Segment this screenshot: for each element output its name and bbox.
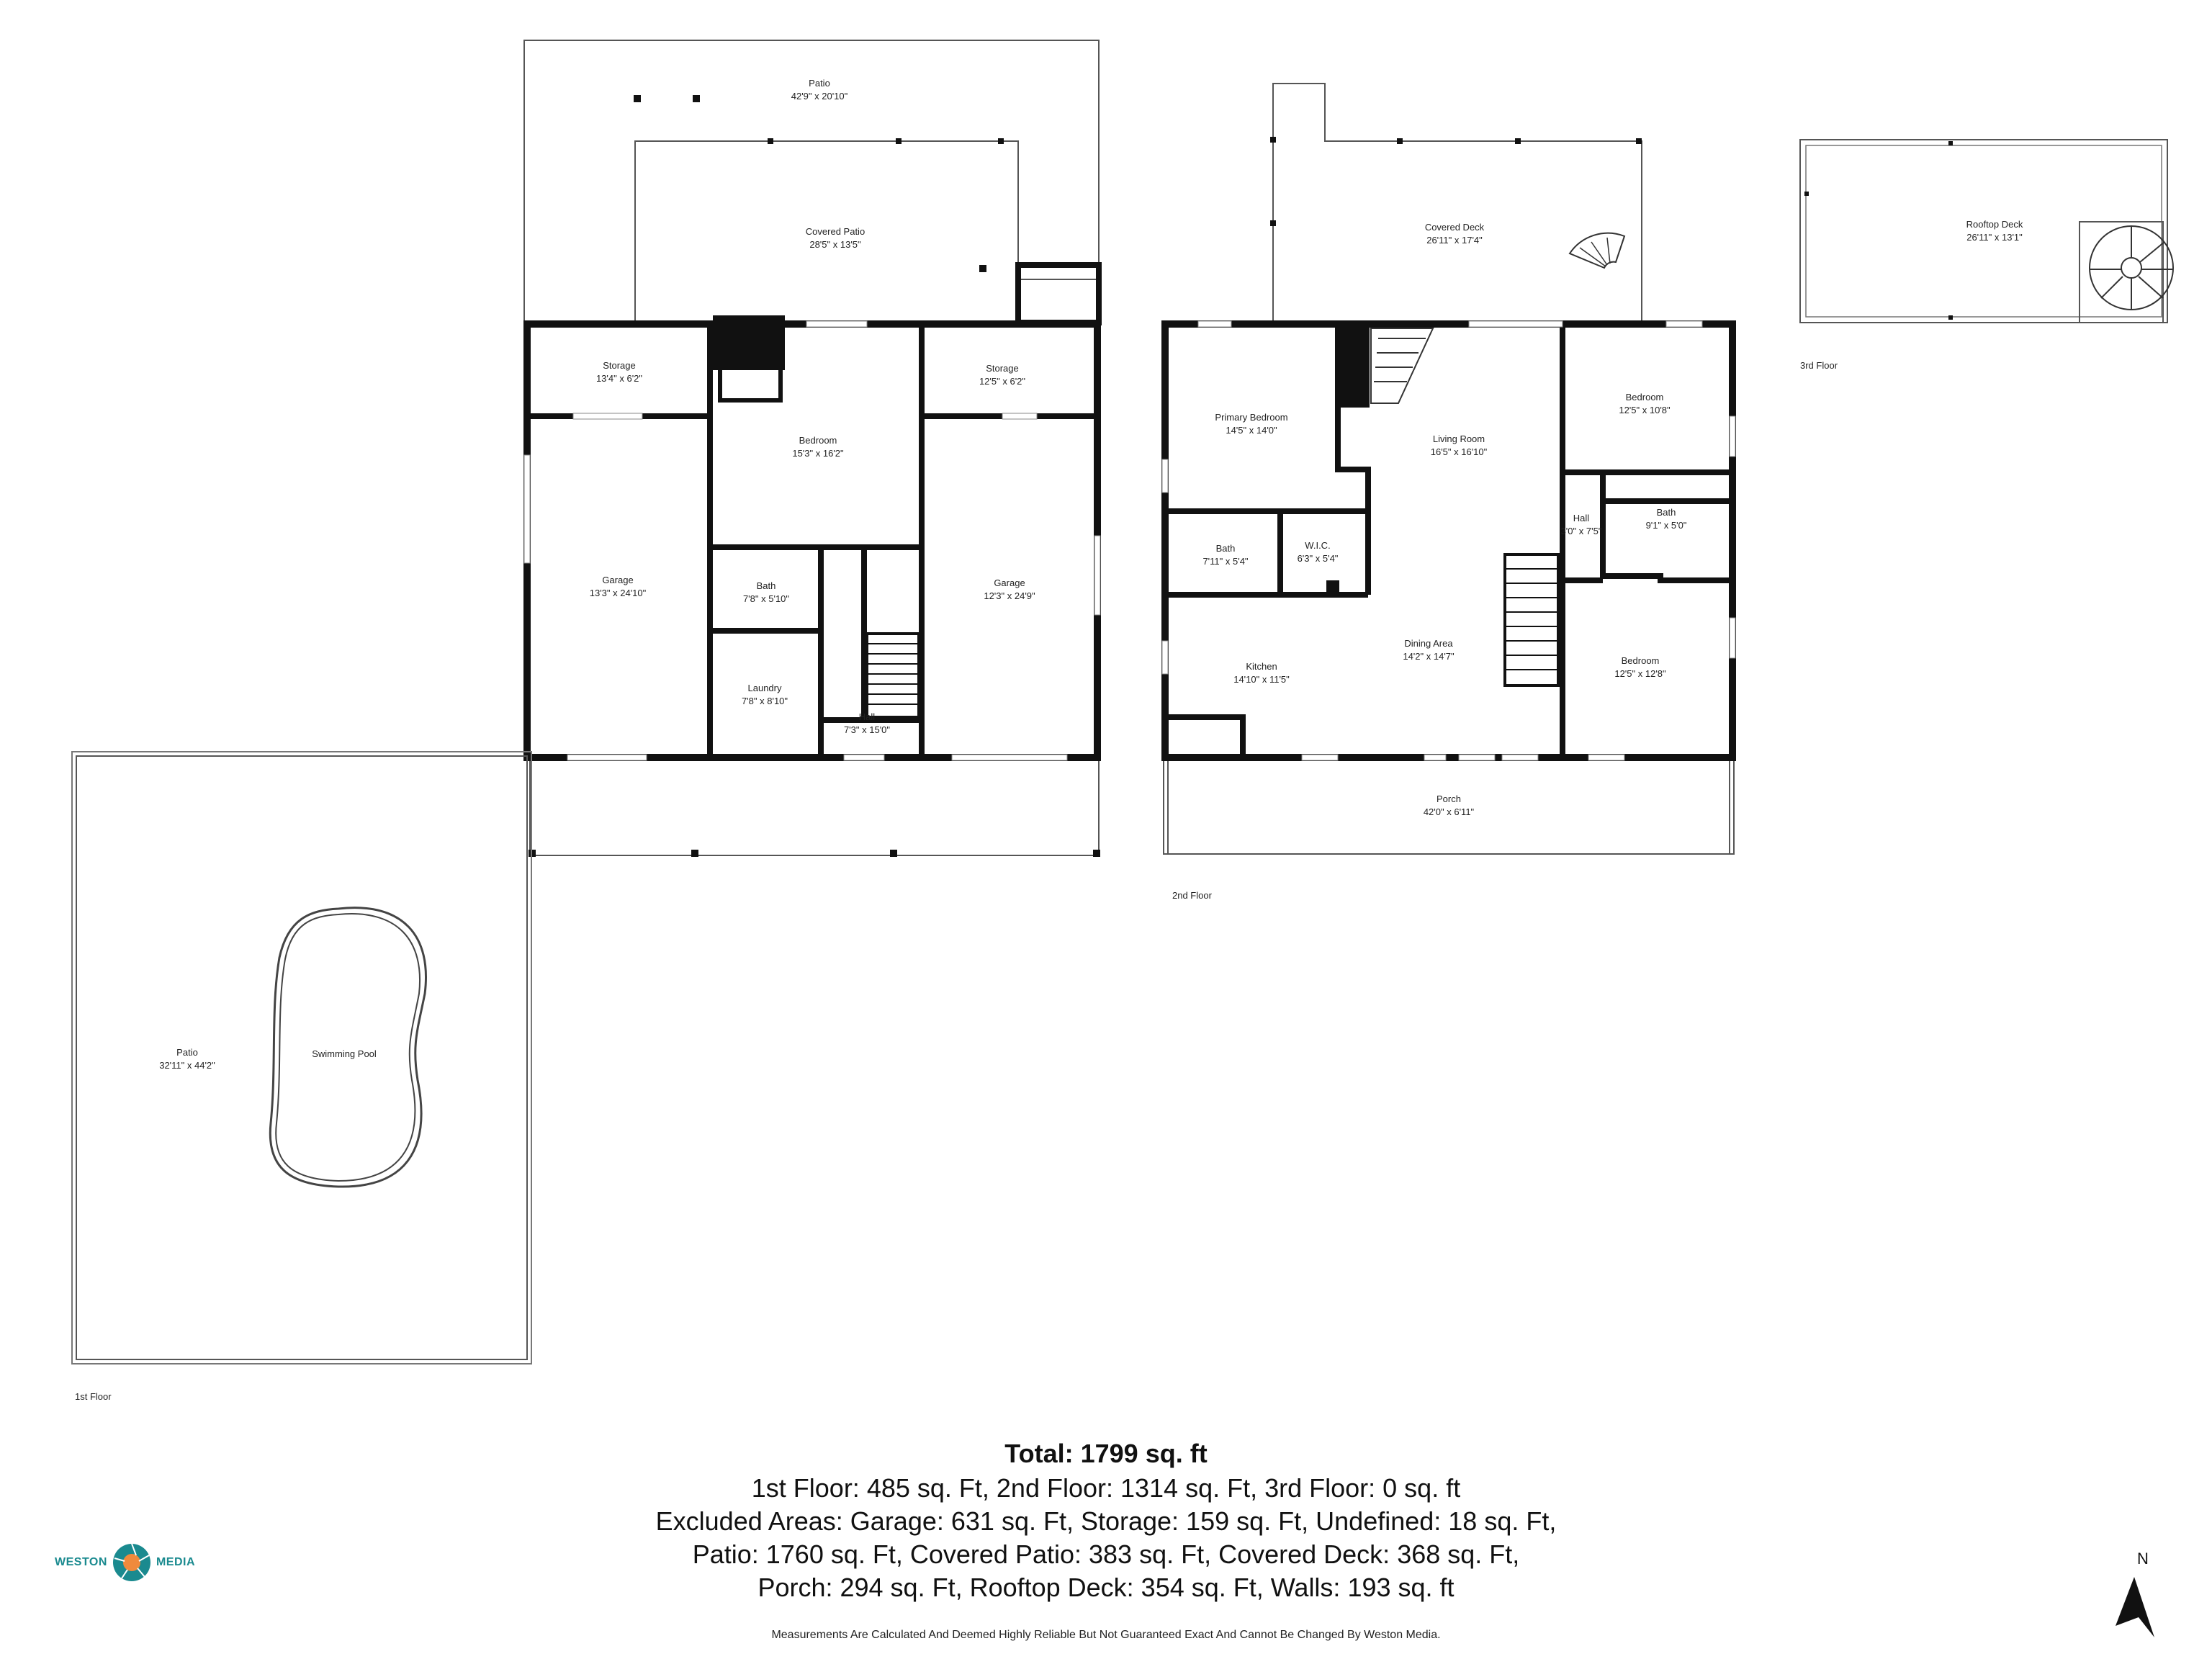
room-bedroom-top-name: Bedroom <box>1626 392 1664 403</box>
room-covered-patio-name: Covered Patio <box>806 226 865 237</box>
room-covered-patio-dims: 28'5" x 13'5" <box>809 239 861 250</box>
room-hall-dims: 7'3" x 15'0" <box>844 724 890 735</box>
third-floor: Rooftop Deck 26'11" x 13'1" 3rd Floor <box>1799 139 2174 371</box>
room-covered-deck-dims: 26'11" x 17'4" <box>1426 235 1483 246</box>
room-bedroom-top-dims: 12'5" x 10'8" <box>1619 405 1671 415</box>
room-covered-deck-name: Covered Deck <box>1425 222 1485 233</box>
total-area: Total: 1799 sq. ft <box>1004 1439 1208 1468</box>
room-storage-left-name: Storage <box>603 360 636 371</box>
room-bedroom-name: Bedroom <box>799 435 837 446</box>
room-bath-right-name: Bath <box>1657 507 1676 518</box>
room-wic-dims: 6'3" x 5'4" <box>1298 553 1339 564</box>
room-kitchen-name: Kitchen <box>1246 661 1277 672</box>
second-floor: Covered Deck 26'11" x 17'4" Primary Bedr… <box>1161 83 1736 901</box>
floor-label-third: 3rd Floor <box>1800 360 1838 371</box>
room-storage-right-dims: 12'5" x 6'2" <box>979 376 1025 387</box>
room-garage-right-name: Garage <box>994 577 1025 588</box>
north-label: N <box>2137 1550 2149 1568</box>
room-garage-left-dims: 13'3" x 24'10" <box>590 588 647 598</box>
north-compass: N <box>2101 1548 2159 1642</box>
room-wic-name: W.I.C. <box>1305 540 1330 551</box>
room-laundry-dims: 7'8" x 8'10" <box>742 696 788 706</box>
room-storage-left-dims: 13'4" x 6'2" <box>596 373 642 384</box>
room-hall-dims-2: 3'0" x 7'5" <box>1561 526 1602 536</box>
room-patio-top-name: Patio <box>809 78 830 89</box>
room-primary-bedroom-name: Primary Bedroom <box>1215 412 1287 423</box>
summary-line-3: Patio: 1760 sq. Ft, Covered Patio: 383 s… <box>692 1539 1520 1569</box>
logo-word-right: MEDIA <box>156 1556 195 1568</box>
weston-media-logo: WESTON MEDIA <box>55 1541 195 1584</box>
room-patio-pool-dims: 32'11" x 44'2" <box>159 1060 215 1071</box>
room-primary-bedroom-dims: 14'5" x 14'0" <box>1226 425 1277 436</box>
room-storage-right-name: Storage <box>986 363 1019 374</box>
room-bath-right-dims: 9'1" x 5'0" <box>1646 520 1687 531</box>
first-floor: Patio 42'9" x 20'10" Covered Patio 28'5"… <box>71 40 1102 1402</box>
room-porch-dims: 42'0" x 6'11" <box>1424 806 1475 817</box>
room-living-room-dims: 16'5" x 16'10" <box>1431 446 1488 457</box>
aperture-icon <box>112 1543 150 1581</box>
room-patio-pool-name: Patio <box>176 1047 198 1058</box>
logo-word-left: WESTON <box>55 1556 107 1568</box>
floor-label-first: 1st Floor <box>75 1391 112 1402</box>
room-rooftop-deck-dims: 26'11" x 13'1" <box>1966 232 2023 243</box>
room-living-room-name: Living Room <box>1433 433 1485 444</box>
room-hall-name-2: Hall <box>1573 513 1590 523</box>
room-bedroom-bottom-name: Bedroom <box>1622 655 1660 666</box>
disclaimer: Measurements Are Calculated And Deemed H… <box>771 1629 1441 1641</box>
room-dining-name: Dining Area <box>1404 638 1453 649</box>
room-pool-name: Swimming Pool <box>312 1048 377 1059</box>
summary-line-4: Porch: 294 sq. Ft, Rooftop Deck: 354 sq.… <box>757 1573 1455 1602</box>
room-dining-dims: 14'2" x 14'7" <box>1403 651 1455 662</box>
room-patio-top-dims: 42'9" x 20'10" <box>791 91 848 102</box>
room-laundry-name: Laundry <box>748 683 782 693</box>
room-bedroom-dims: 15'3" x 16'2" <box>792 448 844 459</box>
room-kitchen-dims: 14'10" x 11'5" <box>1233 674 1290 685</box>
room-bath-dims: 7'8" x 5'10" <box>743 593 789 604</box>
north-arrow-icon: N <box>2116 1550 2154 1637</box>
room-garage-right-dims: 12'3" x 24'9" <box>984 590 1035 601</box>
room-bath-left-name: Bath <box>1216 543 1236 554</box>
room-bedroom-bottom-dims: 12'5" x 12'8" <box>1614 668 1666 679</box>
summary-line-1: 1st Floor: 485 sq. Ft, 2nd Floor: 1314 s… <box>751 1473 1461 1503</box>
room-bath-left-dims: 7'11" x 5'4" <box>1202 556 1248 567</box>
room-garage-left-name: Garage <box>602 575 633 585</box>
summary-line-2: Excluded Areas: Garage: 631 sq. Ft, Stor… <box>655 1506 1557 1536</box>
room-porch-name: Porch <box>1437 793 1461 804</box>
floor-label-second: 2nd Floor <box>1172 890 1213 901</box>
room-hall-name: Hall <box>859 711 876 722</box>
room-rooftop-deck-name: Rooftop Deck <box>1966 219 2023 230</box>
room-bath-name: Bath <box>757 580 776 591</box>
